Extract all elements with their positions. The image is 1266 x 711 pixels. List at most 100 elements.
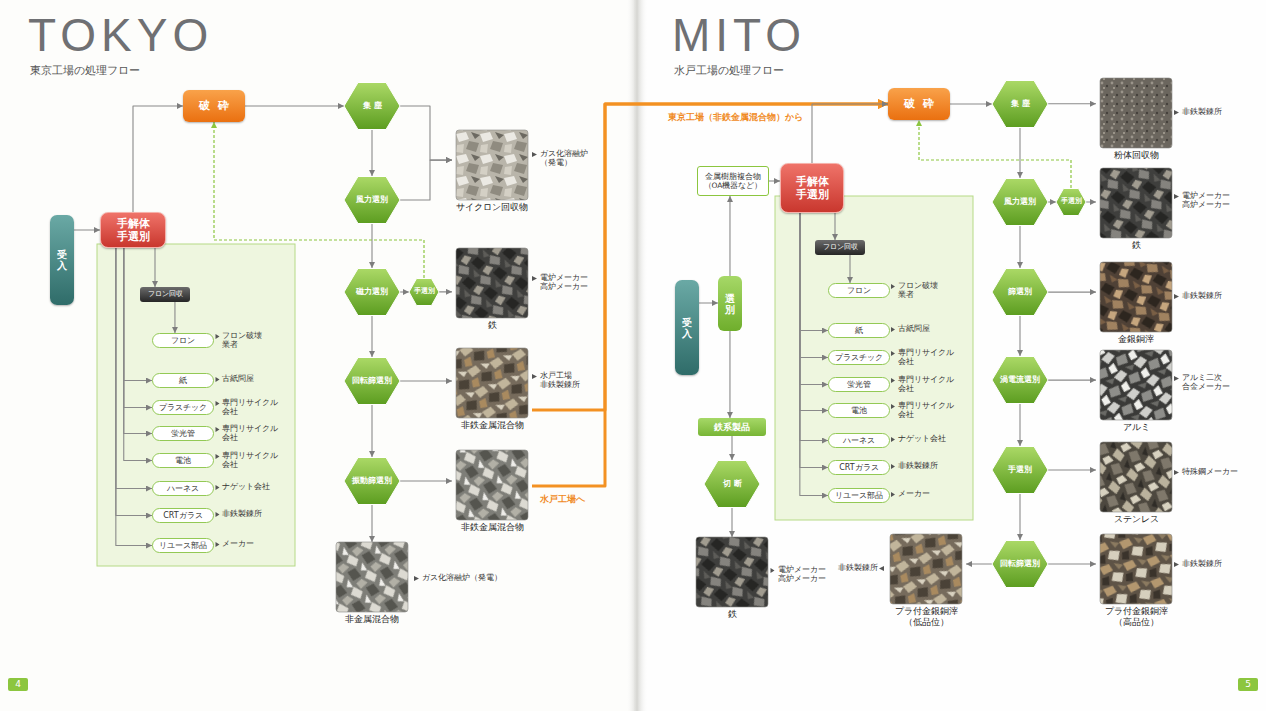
photo-box: プラ付金銀銅滓 （低品位）: [886, 534, 966, 632]
destination-label: ナゲット会社: [222, 483, 270, 492]
node-text: フロン: [847, 286, 871, 296]
intake-box: 受入: [50, 215, 74, 305]
destination-label: フロン破壊 業者: [898, 282, 938, 299]
photo: [456, 130, 528, 200]
return-arrow: [919, 120, 1071, 188]
photo: [456, 348, 528, 418]
material-box: 紙: [152, 373, 214, 388]
flow-arrow: [400, 291, 409, 292]
node-text: 振動篩選別: [352, 476, 392, 486]
hexagon-shape: [992, 357, 1048, 404]
photo: [696, 537, 768, 607]
node-text: 手解体 手選別: [792, 175, 832, 200]
edge-label: 東京工場（非鉄金属混合物）から: [668, 112, 803, 124]
recovery-tag: フロン回収: [140, 287, 190, 302]
flow-arrow: [1019, 494, 1020, 540]
photo-box: 鉄: [452, 248, 532, 334]
node-text: 磁力選別: [356, 287, 388, 297]
flow-arrow: [834, 213, 835, 240]
photo-box: アルミ: [1096, 350, 1176, 436]
node-text: 選別: [725, 293, 735, 315]
flow-arrow: [1086, 201, 1096, 202]
photo-box: 鉄: [1096, 168, 1176, 254]
hexagon-shape: [344, 458, 400, 505]
material-box: 電池: [152, 453, 214, 468]
photo-box: プラ付金銀銅滓 （高品位）: [1096, 534, 1176, 632]
node-text: 金属樹脂複合物 （OA機器など）: [702, 172, 764, 191]
photo-caption: 非鉄金属混合物: [452, 420, 532, 431]
destination-label: メーカー: [222, 540, 254, 549]
node-text: 蛍光管: [171, 429, 195, 439]
flow-arrow: [400, 106, 452, 160]
node-text: 風力選別: [356, 195, 388, 205]
flow-arrow: [124, 248, 152, 461]
node-text: 回転篩選別: [352, 376, 392, 386]
destination-label: メーカー: [898, 490, 930, 499]
hexagon-shape: [992, 81, 1048, 128]
material-box: プラスチック: [152, 400, 214, 415]
separator-hexagon: 集塵: [344, 82, 400, 130]
flow-arrow: [371, 405, 372, 457]
node-text: 集塵: [360, 101, 385, 111]
photo: [1100, 168, 1172, 238]
node-text: ハーネス: [167, 484, 199, 494]
flow-arrow: [124, 248, 152, 381]
node-text: 破砕: [191, 99, 237, 112]
destination-label: ナゲット会社: [898, 435, 946, 444]
hexagon-shape: [992, 269, 1048, 316]
input-box: 金属樹脂複合物 （OA機器など）: [697, 166, 769, 196]
separator-hexagon: 振動篩選別: [344, 457, 400, 505]
node-text: プラスチック: [835, 353, 883, 363]
separator-hexagon: 渦電流選別: [992, 356, 1048, 404]
node-text: 紙: [179, 376, 187, 386]
flow-arrow: [133, 106, 183, 212]
page-number: 4: [8, 678, 28, 692]
node-text: リユース部品: [835, 491, 883, 501]
destination-label: 特殊鋼メーカー: [1182, 468, 1238, 477]
photo-caption: ステンレス: [1096, 514, 1176, 525]
flow-arrow: [371, 130, 372, 176]
destination-label: 専門リサイクル 会社: [222, 452, 280, 469]
node-text: 受入: [682, 317, 692, 339]
destination-label: 非鉄製錬所: [898, 462, 938, 471]
destination-label: ガス化溶融炉 （発電）: [540, 150, 588, 167]
flow-arrow: [729, 331, 730, 418]
page-seam: [626, 0, 648, 711]
node-text: ハーネス: [843, 436, 875, 446]
separator-hexagon: 回転篩選別: [992, 540, 1048, 588]
plant-title: TOKYO: [28, 12, 213, 58]
destination-label: ガス化溶融炉（発電）: [422, 574, 502, 583]
hexagon-shape: [344, 83, 400, 130]
node-text: 風力選別: [1004, 197, 1036, 207]
flow-arrow: [400, 380, 452, 381]
material-box: 蛍光管: [828, 377, 890, 392]
node-text: 集塵: [1008, 99, 1033, 109]
destination-label: 非鉄製錬所: [1182, 108, 1222, 117]
flow-arrow: [1048, 291, 1096, 292]
photo-caption: プラ付金銀銅滓 （低品位）: [886, 606, 966, 628]
node-text: 電池: [851, 406, 867, 416]
flow-arrow: [800, 213, 828, 496]
node-text: 切断: [720, 479, 745, 489]
destination-label: 専門リサイクル 会社: [898, 376, 956, 393]
material-box: フロン: [828, 283, 890, 298]
flow-arrow: [731, 508, 732, 537]
flow-arrow: [769, 180, 780, 181]
photo: [456, 248, 528, 318]
photo-box: 鉄: [692, 537, 772, 623]
separator-hexagon: 磁力選別: [344, 268, 400, 316]
flow-arrow: [1019, 128, 1020, 178]
material-box: 蛍光管: [152, 426, 214, 441]
flow-arrow: [371, 224, 372, 268]
flow-arrow: [371, 316, 372, 357]
photo-box: 非鉄金属混合物: [452, 348, 532, 434]
photo-caption: 鉄: [1096, 240, 1176, 251]
photo: [1100, 350, 1172, 420]
photo-caption: 非鉄金属混合物: [452, 522, 532, 533]
destination-label: 非鉄製錬所: [222, 510, 262, 519]
destination-label: フロン破壊 業者: [222, 332, 262, 349]
destination-label: 電炉メーカー 高炉メーカー: [778, 566, 826, 583]
node-text: 蛍光管: [847, 380, 871, 390]
photo: [1100, 262, 1172, 332]
